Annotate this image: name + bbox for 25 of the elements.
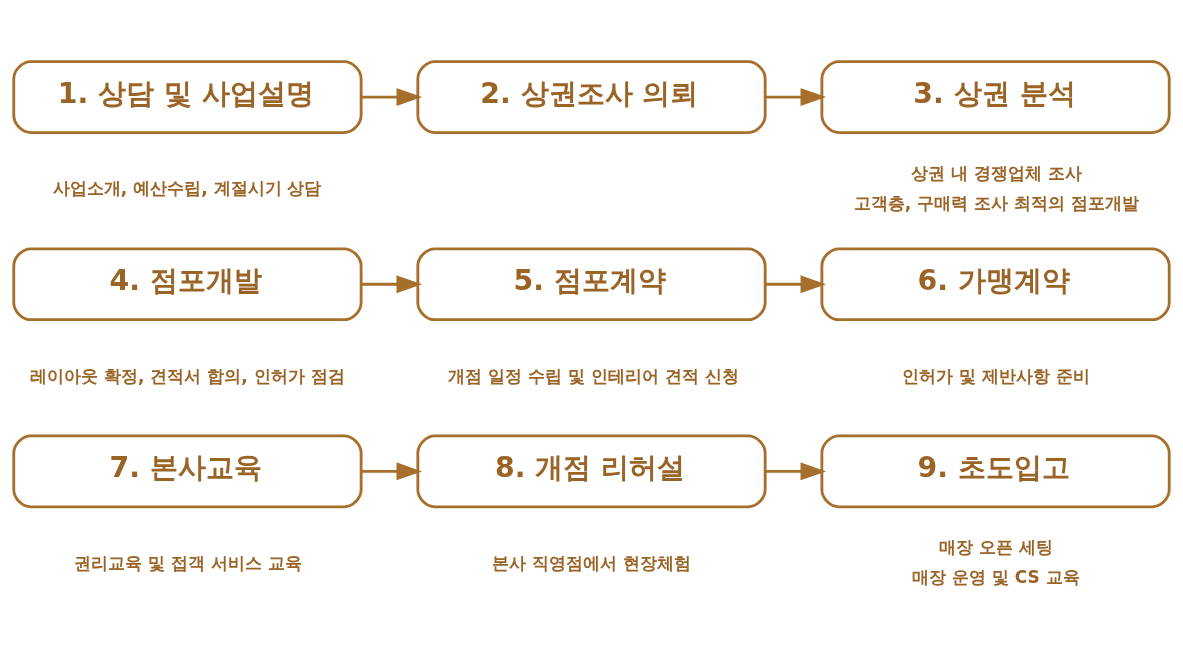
arrow xyxy=(361,88,423,107)
arrow xyxy=(361,462,423,481)
node-box: 4. 점포개발 xyxy=(12,247,363,322)
node-box: 1. 상담 및 사업설명 xyxy=(12,60,363,134)
node-label: 레이아웃 확정, 견적서 합의, 인허가 점검 xyxy=(30,365,345,386)
node-box: 8. 개점 리허설 xyxy=(416,434,767,509)
node-label: 사업소개, 예산수립, 계절시기 상담 xyxy=(52,178,322,199)
node-label: 고객층, 구매력 조사 최적의 점포개발 xyxy=(853,192,1139,213)
arrow xyxy=(765,88,827,107)
node-box: 5. 점포계약 xyxy=(416,247,767,322)
node-label: 매장 운영 및 CS 교육 xyxy=(911,566,1080,587)
node-label: 권리교육 및 접객 서비스 교육 xyxy=(74,552,302,573)
arrow xyxy=(361,275,423,294)
node-box: 9. 초도입고 xyxy=(820,434,1171,509)
node-box: 2. 상권조사 의뢰 xyxy=(416,60,767,134)
node-label: 매장 오픈 세팅 xyxy=(938,537,1053,558)
node-label: 인허가 및 제반사항 준비 xyxy=(901,365,1090,386)
node-label: 상권 내 경쟁업체 조사 xyxy=(911,162,1082,183)
node-box: 6. 가맹계약 xyxy=(820,247,1171,322)
node-box: 7. 본사교육 xyxy=(12,434,363,509)
node-box: 3. 상권 분석 xyxy=(820,60,1171,134)
arrow xyxy=(765,462,827,481)
node-label: 본사 직영점에서 현장체험 xyxy=(492,552,692,573)
node-label: 개점 일정 수립 및 인테리어 견적 신청 xyxy=(448,365,739,386)
arrow xyxy=(765,275,827,294)
